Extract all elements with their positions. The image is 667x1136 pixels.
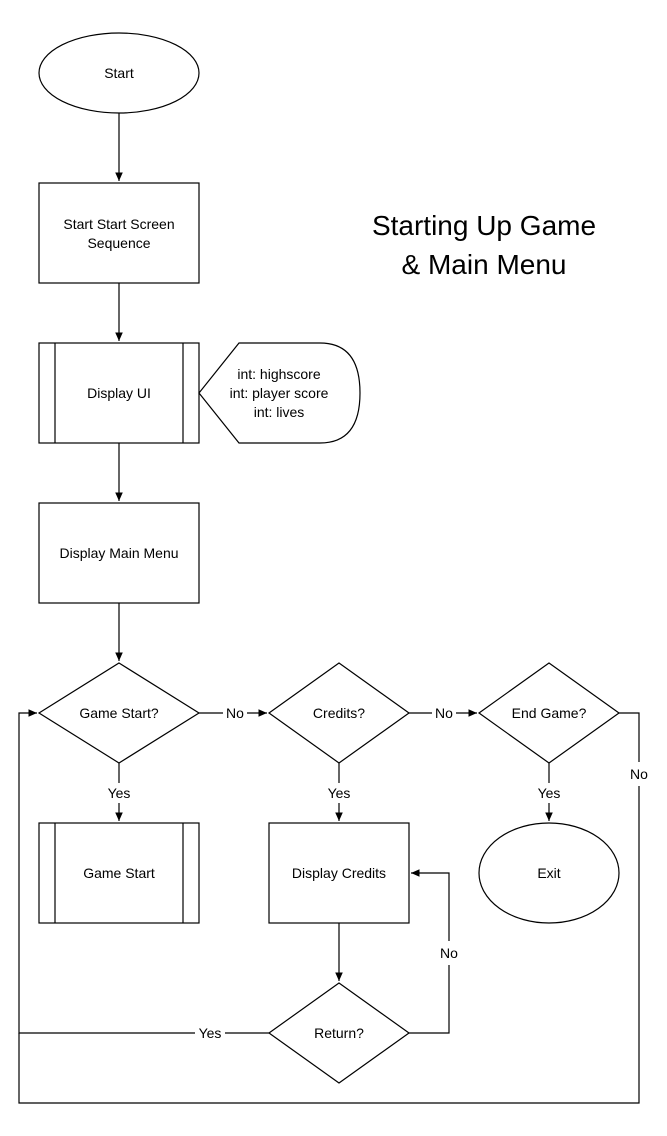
display-ui-process bbox=[38, 342, 200, 444]
diagram-title-line1: Starting Up Game bbox=[372, 210, 596, 241]
credits-decision-label: Credits? bbox=[313, 705, 365, 721]
edge-label-credits-yes: Yes bbox=[328, 785, 351, 801]
game-start-process bbox=[38, 822, 200, 924]
exit-label: Exit bbox=[537, 865, 560, 881]
edge-label-gamestart-no: No bbox=[226, 705, 244, 721]
edge-label-endgame-no: No bbox=[630, 766, 648, 782]
edge-endgame-no bbox=[18, 786, 640, 1104]
start-screen-process bbox=[38, 182, 200, 284]
ui-data-line3: int: lives bbox=[254, 404, 305, 420]
edge-return-yes bbox=[18, 709, 195, 1034]
end-game-decision-label: End Game? bbox=[512, 705, 587, 721]
ui-data-display-shape bbox=[198, 342, 361, 444]
start-screen-label-line1: Start Start Screen bbox=[63, 216, 174, 232]
game-start-decision-label: Game Start? bbox=[79, 705, 159, 721]
ui-data-line1: int: highscore bbox=[237, 366, 320, 382]
edge-label-return-no: No bbox=[440, 945, 458, 961]
start-screen-label-line2: Sequence bbox=[87, 235, 150, 251]
display-ui-label: Display UI bbox=[87, 385, 151, 401]
return-decision-shape bbox=[267, 982, 411, 1084]
edge-label-credits-no: No bbox=[435, 705, 453, 721]
game-start-label: Game Start bbox=[83, 865, 155, 881]
ui-data-line2: int: player score bbox=[230, 385, 329, 401]
edge-return-no bbox=[411, 869, 450, 941]
edge-label-gamestart-yes: Yes bbox=[108, 785, 131, 801]
start-label: Start bbox=[104, 65, 134, 81]
display-credits-label: Display Credits bbox=[292, 865, 386, 881]
edge-label-endgame-yes: Yes bbox=[538, 785, 561, 801]
exit-terminator bbox=[478, 822, 620, 924]
display-main-menu-process bbox=[38, 502, 200, 604]
display-main-menu-label: Display Main Menu bbox=[59, 545, 178, 561]
display-credits-process bbox=[268, 822, 410, 924]
diagram-title-line2: & Main Menu bbox=[402, 249, 567, 280]
return-decision-label: Return? bbox=[314, 1025, 364, 1041]
edge-label-return-yes: Yes bbox=[199, 1025, 222, 1041]
